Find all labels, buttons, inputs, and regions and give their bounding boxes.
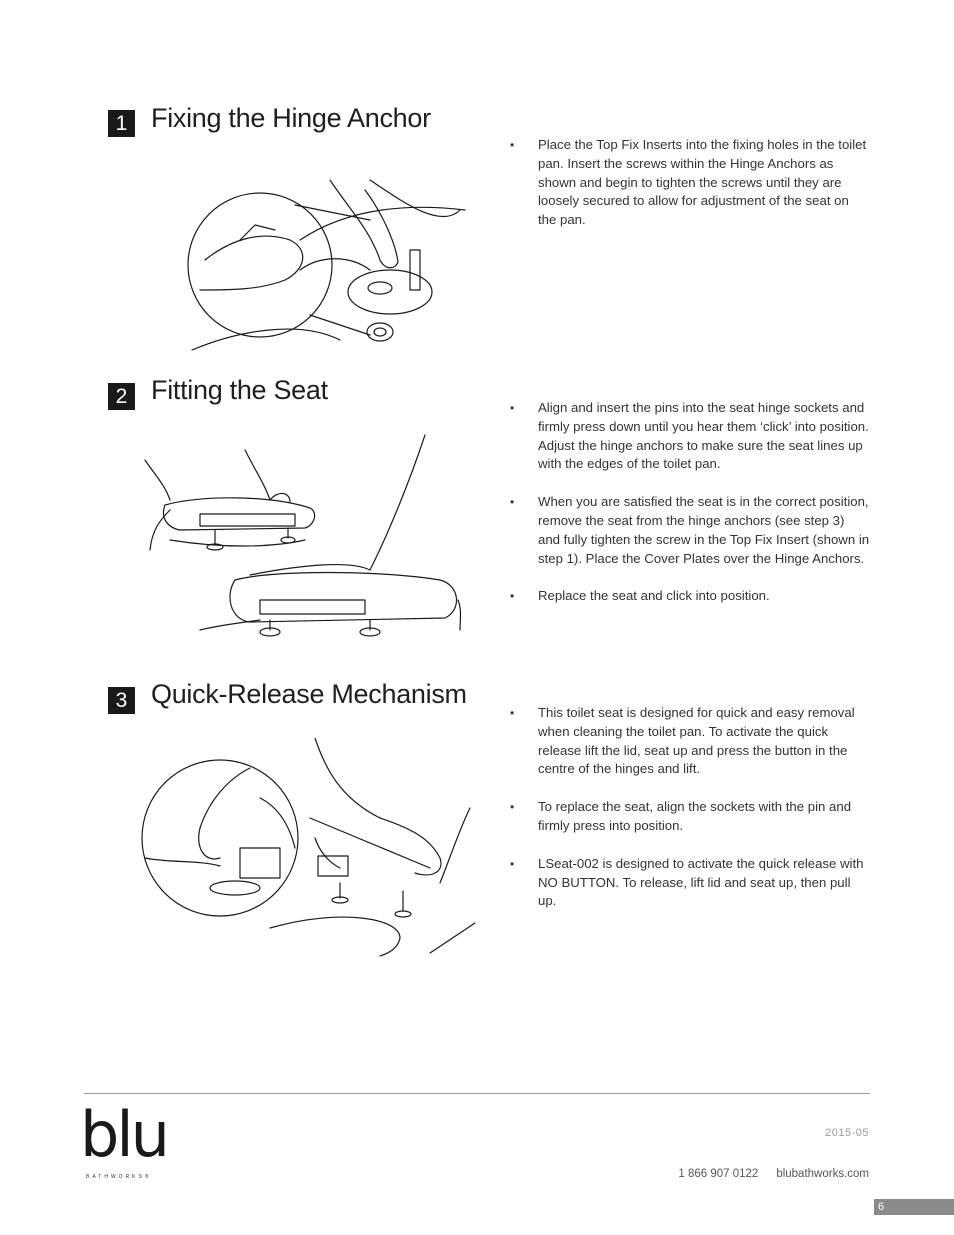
website-link[interactable]: blubathworks.com [776, 1168, 869, 1180]
step-3-instructions: This toilet seat is designed for quick a… [510, 704, 870, 930]
quick-release-illustration [141, 738, 476, 957]
contact-info: 1 866 907 0122 blubathworks.com [678, 1168, 869, 1180]
step-2-bullet-3: Replace the seat and click into position… [510, 587, 870, 606]
footer-divider [84, 1093, 870, 1094]
step-2-title: Fitting the Seat [151, 375, 328, 405]
page-number: 6 [874, 1199, 954, 1215]
phone-number: 1 866 907 0122 [678, 1168, 759, 1180]
step-3-bullet-2: To replace the seat, align the sockets w… [510, 798, 870, 836]
step-3-title: Quick-Release Mechanism [151, 679, 467, 709]
fitting-seat-illustration [144, 434, 462, 637]
step-2-instructions: Align and insert the pins into the seat … [510, 399, 870, 625]
logo-subtext: BATHWORKS® [86, 1174, 152, 1180]
step-2-bullet-2: When you are satisfied the seat is in th… [510, 493, 870, 568]
step-3-bullet-1: This toilet seat is designed for quick a… [510, 704, 870, 779]
step-1-bullet-1: Place the Top Fix Inserts into the fixin… [510, 136, 870, 230]
step-1-title: Fixing the Hinge Anchor [151, 103, 431, 133]
step-2-number: 2 [108, 383, 135, 410]
step-3-number: 3 [108, 687, 135, 714]
hinge-anchor-illustration [187, 179, 466, 351]
step-1-number: 1 [108, 110, 135, 137]
step-3-bullet-3: LSeat-002 is designed to activate the qu… [510, 855, 870, 911]
blu-logo: blu [80, 1098, 170, 1171]
publication-date: 2015-05 [825, 1127, 869, 1139]
step-2-bullet-1: Align and insert the pins into the seat … [510, 399, 870, 474]
step-1-instructions: Place the Top Fix Inserts into the fixin… [510, 136, 870, 249]
